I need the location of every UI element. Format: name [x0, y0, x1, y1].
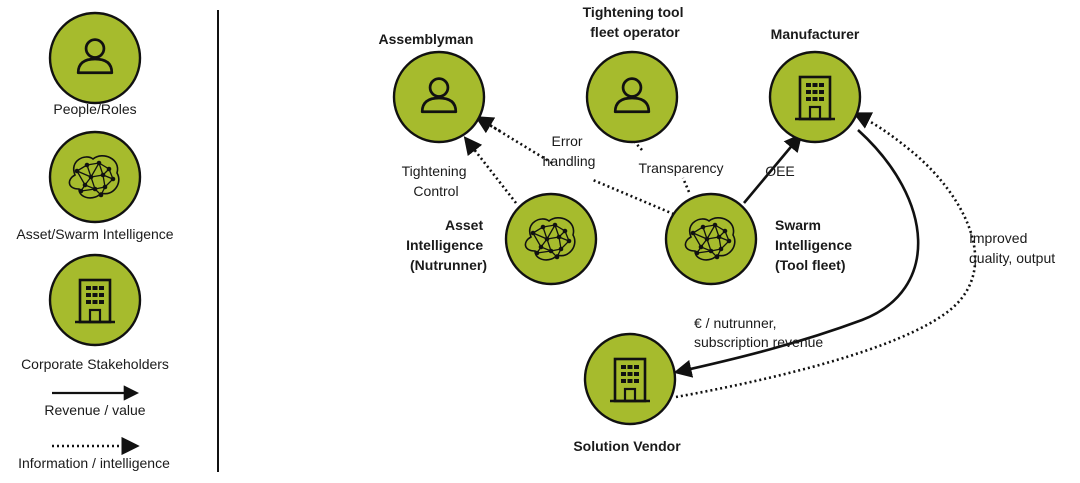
node-fleet-operator: Tightening tool fleet operator	[583, 4, 688, 144]
improved-quality-label: Improved quality, output	[969, 230, 1055, 266]
tightening-control-label: Tightening Control	[402, 163, 471, 199]
edge-error-handling-head	[474, 116, 501, 134]
edge-tightening-control	[463, 136, 518, 204]
solution-vendor-title: Solution Vendor	[573, 438, 681, 454]
edge-improved-quality	[675, 112, 977, 399]
oee-label: OEE	[765, 163, 795, 179]
asset-intelligence-circle	[504, 192, 598, 286]
edge-error-handling	[477, 116, 684, 220]
node-asset-intelligence: Asset Intelligence (Nutrunner)	[406, 192, 598, 286]
node-assemblyman: Assemblyman	[379, 31, 486, 144]
manufacturer-title: Manufacturer	[771, 26, 860, 42]
edge-oee	[743, 133, 803, 204]
legend-swarm-label: Asset/Swarm Intelligence	[16, 226, 173, 242]
edges	[463, 112, 977, 399]
legend-information: Information / intelligence	[18, 436, 170, 471]
legend-revenue-label: Revenue / value	[44, 402, 145, 418]
node-manufacturer: Manufacturer	[768, 26, 862, 144]
legend-corporate-label: Corporate Stakeholders	[21, 356, 169, 372]
swarm-intelligence-circle	[664, 192, 758, 286]
swarm-intelligence-title: Swarm Intelligence (Tool fleet)	[775, 217, 856, 273]
edge-revenue	[673, 129, 920, 378]
transparency-label: Transparency	[638, 160, 723, 176]
legend-people-label: People/Roles	[53, 101, 136, 117]
legend: People/Roles Asset/Swarm Intelligence Co…	[16, 11, 174, 471]
asset-intelligence-title: Asset Intelligence (Nutrunner)	[406, 217, 487, 273]
node-swarm-intelligence: Swarm Intelligence (Tool fleet)	[664, 192, 856, 286]
legend-corporate: Corporate Stakeholders	[21, 253, 169, 372]
node-solution-vendor: Solution Vendor	[573, 332, 681, 454]
legend-information-label: Information / intelligence	[18, 455, 170, 471]
legend-swarm-circle	[48, 130, 142, 224]
error-handling-label: Error handling	[543, 133, 596, 169]
fleet-operator-title: Tightening tool fleet operator	[583, 4, 688, 40]
assemblyman-title: Assemblyman	[379, 31, 474, 47]
revenue-label: € / nutrunner, subscription revenue	[694, 315, 823, 350]
legend-revenue: Revenue / value	[44, 385, 146, 418]
legend-people: People/Roles	[48, 11, 142, 117]
legend-swarm: Asset/Swarm Intelligence	[16, 130, 174, 242]
